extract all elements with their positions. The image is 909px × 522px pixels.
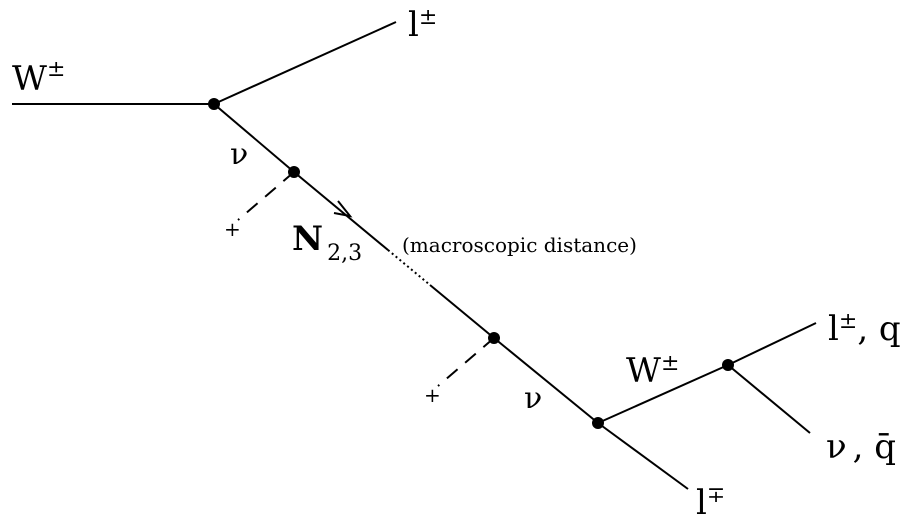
decay-lepton-label: l±, q (828, 309, 901, 349)
cross-mark-1: + (224, 217, 241, 241)
neutrino-label-2: ν (524, 381, 542, 416)
lepton-top-line (213, 21, 397, 105)
decay-lepton-line (727, 322, 817, 366)
w-incoming-label: W± (12, 57, 65, 99)
vertex-4 (592, 417, 604, 429)
neutrino-line-1 (213, 103, 295, 173)
vertex-1 (208, 98, 220, 110)
decay-neutrino-line (727, 364, 811, 434)
neutrino-label-1: ν (230, 137, 248, 172)
w-outgoing-line (597, 364, 729, 424)
mass-insertion-line-1 (237, 171, 295, 221)
vertex-5 (722, 359, 734, 371)
macroscopic-gap-dots (387, 249, 431, 286)
neutrino-line-2 (493, 337, 599, 424)
arrow-icon (333, 200, 353, 218)
heavy-neutrino-line (293, 171, 389, 251)
lepton-bottom-line (597, 422, 689, 490)
decay-neutrino-label: ν, q̄ (826, 427, 896, 467)
cross-mark-2: + (424, 383, 441, 407)
lepton-top-label: l± (408, 5, 437, 45)
vertex-3 (488, 332, 500, 344)
mass-insertion-line-2 (437, 337, 495, 387)
lepton-bottom-label: l∓ (696, 483, 725, 522)
w-outgoing-label: W± (626, 351, 679, 391)
heavy-neutrino-line-2 (429, 284, 495, 339)
vertex-2 (288, 166, 300, 178)
macroscopic-distance-note: (macroscopic distance) (402, 233, 637, 257)
